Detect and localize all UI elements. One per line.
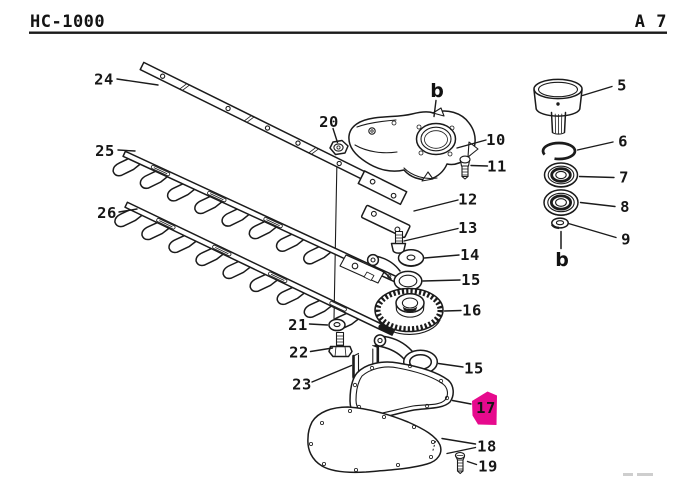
washer-14-drawing: [397, 249, 425, 267]
callout-9[interactable]: 9: [621, 231, 631, 249]
scan-artifact: [623, 473, 653, 476]
callout-15b[interactable]: 15: [464, 360, 484, 378]
bolt-axis-line: [333, 157, 338, 320]
callout-11[interactable]: 11: [487, 158, 507, 176]
bearing-7-drawing: [543, 162, 579, 188]
circlip-6-drawing: [541, 141, 577, 161]
callout-7[interactable]: 7: [619, 169, 629, 187]
callout-6[interactable]: 6: [618, 133, 628, 151]
callout-labels: 24 25 26 20 b 10 11 12 13 14 15 16 21 22…: [94, 71, 631, 476]
callout-5[interactable]: 5: [617, 77, 627, 95]
leader-lines: [116, 78, 617, 466]
washer-21-drawing: [328, 318, 346, 332]
gear-16-drawing: [374, 287, 444, 336]
callout-13[interactable]: 13: [458, 219, 478, 237]
callout-10[interactable]: 10: [486, 131, 506, 149]
plate-12-drawing: [360, 204, 411, 239]
rod-15a-drawing: [339, 253, 423, 292]
blade-26-drawing: [112, 201, 396, 339]
callout-17[interactable]: 17: [476, 399, 496, 417]
callout-25[interactable]: 25: [95, 142, 115, 160]
gear-case-10-drawing: [348, 107, 479, 182]
bolt-13-drawing: [390, 230, 407, 254]
reference-b-bottom: b: [555, 249, 569, 271]
screw-11-drawing: [459, 155, 471, 180]
screw-19-drawing: [454, 451, 466, 475]
guide-bar-24-drawing: [139, 61, 408, 206]
page-header: HC-1000 A 7: [29, 12, 667, 34]
gasket-17-drawing: [349, 361, 454, 421]
callout-18[interactable]: 18: [477, 438, 497, 456]
callout-20[interactable]: 20: [319, 113, 339, 131]
callout-24[interactable]: 24: [94, 71, 114, 89]
bolt-22-drawing: [328, 331, 353, 358]
cover-18-drawing: [307, 406, 442, 474]
part-17-highlight[interactable]: [472, 391, 497, 426]
clutch-drum-5-drawing: [533, 78, 583, 135]
callout-21[interactable]: 21: [288, 316, 308, 334]
bearing-8-drawing: [543, 189, 579, 216]
model-code: HC-1000: [30, 12, 105, 32]
reference-b-top: b: [430, 80, 444, 102]
washer-9-drawing: [550, 217, 569, 230]
header-rule: [29, 31, 667, 34]
callout-16[interactable]: 16: [462, 302, 482, 320]
page-code: A 7: [635, 12, 667, 32]
callout-14[interactable]: 14: [460, 246, 480, 264]
callout-23[interactable]: 23: [292, 376, 312, 394]
callout-12[interactable]: 12: [458, 191, 478, 209]
callout-26[interactable]: 26: [97, 204, 117, 222]
callout-19[interactable]: 19: [478, 458, 498, 476]
callout-15a[interactable]: 15: [461, 271, 481, 289]
callout-8[interactable]: 8: [620, 198, 630, 216]
callout-22[interactable]: 22: [289, 344, 309, 362]
nut-20-drawing: [329, 139, 349, 156]
